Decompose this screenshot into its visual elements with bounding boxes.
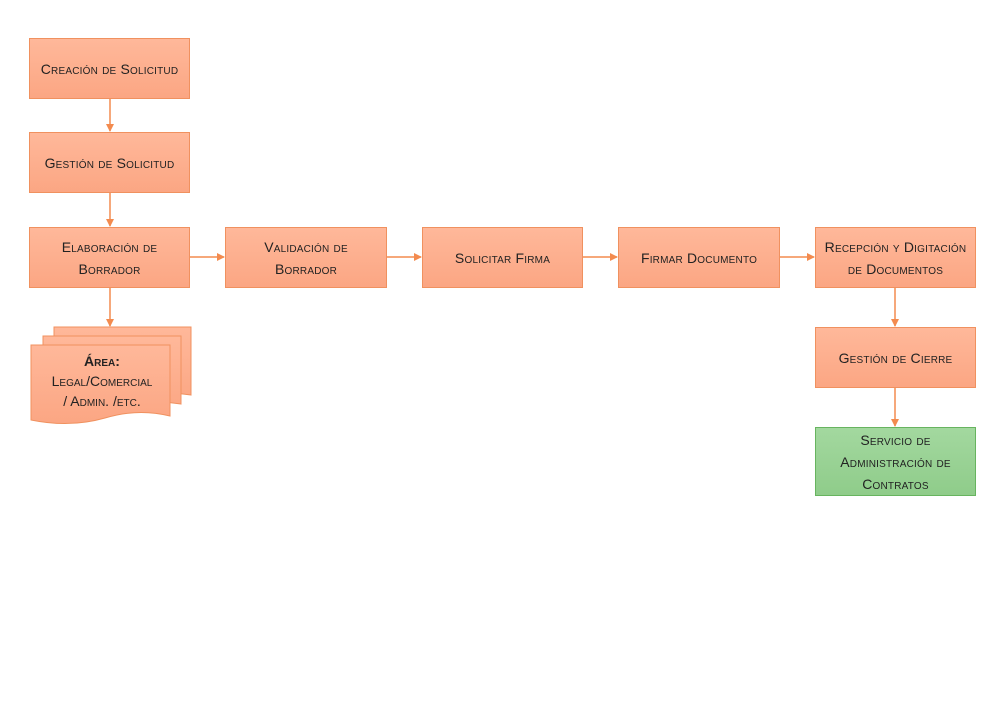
step-recepcion-digitacion: Recepción y Digitación de Documentos (815, 227, 976, 288)
step-solicitar-firma: Solicitar Firma (422, 227, 583, 288)
step-creacion-solicitud: Creación de Solicitud (29, 38, 190, 99)
step-label: Elaboración de Borrador (61, 238, 158, 277)
step-servicio-administracion: Servicio de Administración de Contratos (815, 427, 976, 496)
step-validacion-borrador: Validación de Borrador (225, 227, 387, 288)
area-title: Área: (84, 353, 120, 369)
step-label: Solicitar Firma (454, 249, 551, 266)
area-line-2: / Admin. /etc. (63, 393, 141, 409)
step-label: Gestión de Solicitud (44, 154, 175, 171)
step-gestion-solicitud: Gestión de Solicitud (29, 132, 190, 193)
step-label: Creación de Solicitud (40, 60, 179, 77)
step-label: Recepción y Digitación de Documentos (824, 238, 967, 277)
step-elaboracion-borrador: Elaboración de Borrador (29, 227, 190, 288)
step-label: Gestión de Cierre (838, 349, 953, 366)
step-label: Validación de Borrador (264, 238, 348, 277)
step-label: Firmar Documento (640, 249, 758, 266)
area-line-1: Legal/Comercial (51, 373, 153, 389)
step-label: Servicio de Administración de Contratos (840, 431, 951, 492)
multi-document-shape (30, 326, 192, 425)
step-firmar-documento: Firmar Documento (618, 227, 780, 288)
area-document-text: Área: Legal/Comercial / Admin. /etc. (32, 345, 172, 417)
step-gestion-cierre: Gestión de Cierre (815, 327, 976, 388)
